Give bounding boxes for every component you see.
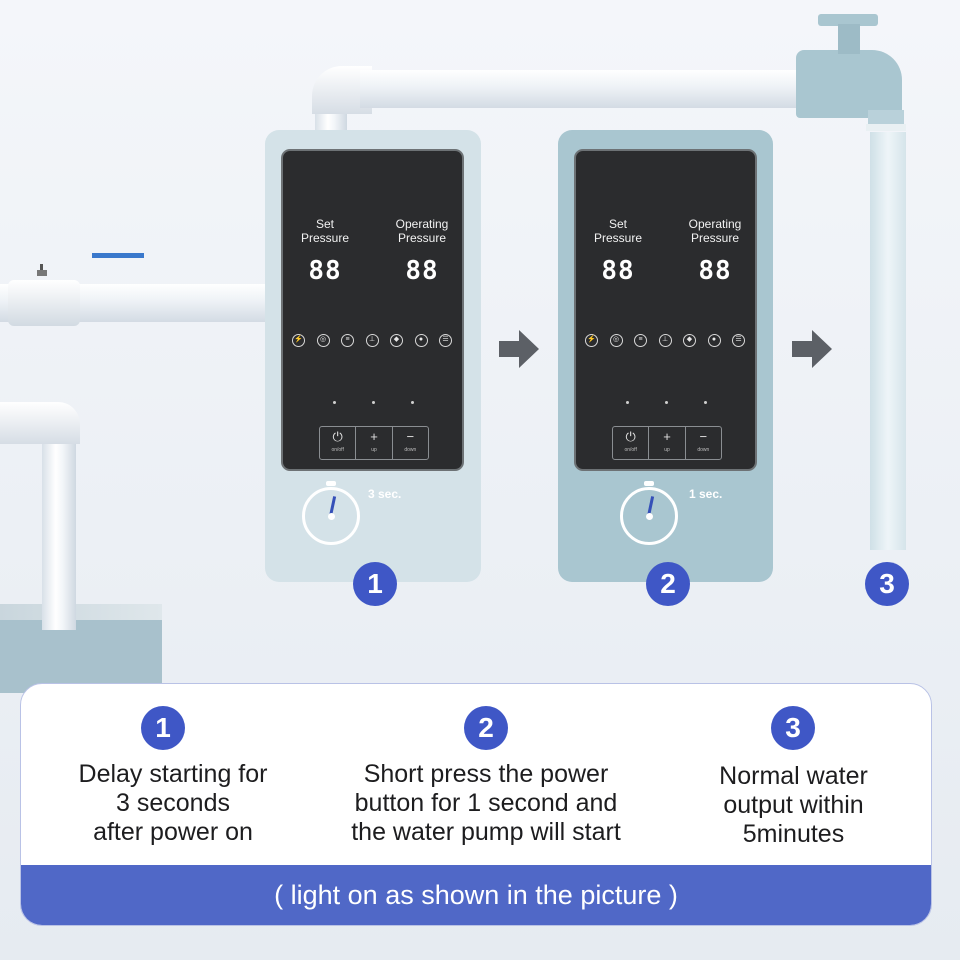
minus-icon: − bbox=[699, 429, 708, 444]
water-tank-top bbox=[0, 604, 162, 620]
minus-button[interactable]: −down bbox=[684, 427, 721, 459]
settings-icon: ☰ bbox=[439, 334, 452, 347]
pump-controller-2: Set Pressure Operating Pressure 88 88 ⚡ … bbox=[558, 130, 773, 582]
arrow-right-icon bbox=[792, 330, 832, 368]
step-badge-3: 3 bbox=[865, 562, 909, 606]
top-pipe bbox=[360, 70, 810, 108]
operating-pressure-label: Operating Pressure bbox=[395, 217, 449, 245]
display-screen: Set Pressure Operating Pressure 88 88 ⚡ … bbox=[574, 149, 757, 471]
tap-icon: ≡ bbox=[341, 334, 354, 347]
step-text-3: Normal water output within 5minutes bbox=[719, 762, 868, 848]
bolt-icon: ⚡ bbox=[292, 334, 305, 347]
power-icon: ⏻ bbox=[332, 429, 343, 444]
step-number-3: 3 bbox=[771, 706, 815, 750]
instructions-card: 1 Delay starting for 3 seconds after pow… bbox=[20, 683, 932, 926]
pump-icon: ◆ bbox=[683, 334, 696, 347]
step-text-1: Delay starting for 3 seconds after power… bbox=[78, 760, 268, 846]
valve-handle-icon bbox=[35, 264, 49, 278]
control-buttons: ⏻on/off +up −down bbox=[612, 426, 722, 460]
indicator-dot bbox=[704, 401, 707, 404]
step-number-1: 1 bbox=[141, 706, 185, 750]
water-tank bbox=[0, 618, 162, 693]
pressure-icon: ⊥ bbox=[658, 334, 672, 347]
step-text-2: Short press the power button for 1 secon… bbox=[351, 760, 621, 846]
operating-pressure-value: 88 bbox=[698, 256, 732, 286]
tap-stem bbox=[838, 24, 860, 54]
timer-dial-icon bbox=[620, 481, 678, 545]
suction-pipe-elbow bbox=[0, 402, 80, 444]
tap-icon: ≡ bbox=[634, 334, 647, 347]
operating-pressure-value: 88 bbox=[405, 256, 439, 286]
water-stream bbox=[870, 132, 906, 550]
inlet-pipe-coupling bbox=[8, 280, 80, 326]
control-buttons: ⏻on/off +up −down bbox=[319, 426, 429, 460]
arrow-right-icon bbox=[499, 330, 539, 368]
indicator-dot bbox=[665, 401, 668, 404]
minus-icon: − bbox=[406, 429, 415, 444]
display-screen: Set Pressure Operating Pressure 88 88 ⚡ … bbox=[281, 149, 464, 471]
step-number-2: 2 bbox=[464, 706, 508, 750]
sensor-icon: ◎ bbox=[609, 334, 623, 347]
light-note-banner: ( light on as shown in the picture ) bbox=[21, 865, 931, 925]
step-badge-2: 2 bbox=[646, 562, 690, 606]
tap-handle bbox=[818, 14, 878, 26]
sensor-icon: ◎ bbox=[316, 334, 330, 347]
power-button[interactable]: ⏻on/off bbox=[624, 429, 637, 453]
pump-icon: ◆ bbox=[390, 334, 403, 347]
power-icon: ⏻ bbox=[625, 429, 636, 444]
operating-pressure-label: Operating Pressure bbox=[688, 217, 742, 245]
indicator-dot bbox=[411, 401, 414, 404]
water-drop-icon: ● bbox=[707, 334, 721, 347]
bolt-icon: ⚡ bbox=[585, 334, 598, 347]
suction-pipe-vertical bbox=[42, 432, 76, 630]
indicator-icons: ⚡ ◎ ≡ ⊥ ◆ ● ☰ bbox=[585, 334, 745, 347]
settings-icon: ☰ bbox=[732, 334, 745, 347]
timer-dial-icon bbox=[302, 481, 360, 545]
set-pressure-label: Set Pressure bbox=[300, 217, 350, 245]
step-badge-1: 1 bbox=[353, 562, 397, 606]
timer-text: 3 sec. bbox=[368, 487, 402, 501]
pump-controller-1: Set Pressure Operating Pressure 88 88 ⚡ … bbox=[265, 130, 481, 582]
indicator-icons: ⚡ ◎ ≡ ⊥ ◆ ● ☰ bbox=[292, 334, 452, 347]
timer-text: 1 sec. bbox=[689, 487, 723, 501]
minus-button[interactable]: −down bbox=[391, 427, 428, 459]
plus-button[interactable]: +up bbox=[355, 427, 391, 459]
plus-icon: + bbox=[370, 429, 378, 444]
water-drop-icon: ● bbox=[414, 334, 428, 347]
plus-icon: + bbox=[663, 429, 671, 444]
power-button[interactable]: ⏻on/off bbox=[331, 429, 344, 453]
indicator-dot bbox=[333, 401, 336, 404]
indicator-dot bbox=[626, 401, 629, 404]
tap-body bbox=[796, 50, 902, 118]
tap-nozzle-ring bbox=[866, 124, 906, 131]
pressure-icon: ⊥ bbox=[365, 334, 379, 347]
set-pressure-value: 88 bbox=[601, 256, 635, 286]
blue-marker bbox=[92, 253, 144, 258]
plus-button[interactable]: +up bbox=[648, 427, 684, 459]
set-pressure-value: 88 bbox=[308, 256, 342, 286]
set-pressure-label: Set Pressure bbox=[593, 217, 643, 245]
indicator-dot bbox=[372, 401, 375, 404]
